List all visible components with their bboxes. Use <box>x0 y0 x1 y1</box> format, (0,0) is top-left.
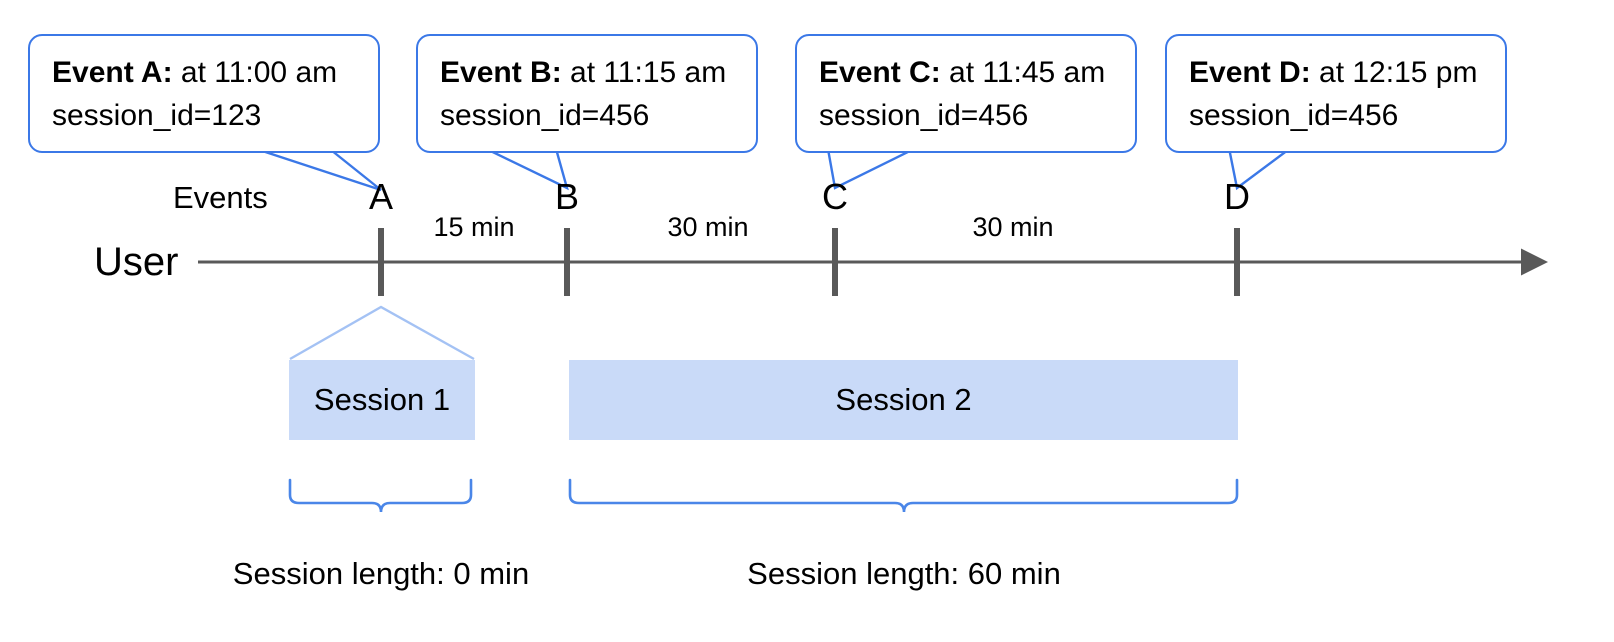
marker-label-c: C <box>822 176 848 217</box>
callout-tail-c <box>824 137 931 190</box>
session1-connector <box>289 305 475 361</box>
interval-label-bc: 30 min <box>667 212 749 242</box>
session2-brace <box>568 478 1239 513</box>
callout-c-time: at 11:45 am <box>940 56 1106 89</box>
callout-tail-d <box>1225 137 1301 191</box>
session1-brace <box>288 478 473 513</box>
interval-label-cd: 30 min <box>972 212 1054 242</box>
callout-tail-b <box>469 137 569 191</box>
callout-b-title: Event B: <box>440 56 562 89</box>
callout-a-title: Event A: <box>52 56 173 89</box>
interval-label-ab: 15 min <box>433 212 515 242</box>
user-row-label: User <box>94 240 179 284</box>
events-row-label: Events <box>173 180 268 215</box>
marker-label-d: D <box>1224 176 1250 217</box>
callout-event-c[interactable]: Event C: at 11:45 am session_id=456 <box>795 34 1137 154</box>
callout-event-a[interactable]: Event A: at 11:00 am session_id=123 <box>28 34 380 154</box>
callout-event-b[interactable]: Event B: at 11:15 am session_id=456 <box>416 34 758 154</box>
callout-d-title: Event D: <box>1189 56 1311 89</box>
marker-label-a: A <box>368 176 394 217</box>
callout-event-d[interactable]: Event D: at 12:15 pm session_id=456 <box>1165 34 1507 154</box>
session-bar-1[interactable]: Session 1 <box>289 360 475 440</box>
callout-tail-a <box>231 137 382 192</box>
session-length-caption-1: Session length: 0 min <box>232 556 530 591</box>
session-length-caption-2: Session length: 60 min <box>747 556 1061 591</box>
session-bar-1-label: Session 1 <box>313 382 451 417</box>
callout-a-session: session_id=123 <box>52 98 262 132</box>
session-bar-2[interactable]: Session 2 <box>569 360 1238 440</box>
callout-b-time: at 11:15 am <box>561 56 727 89</box>
session-bar-2-label: Session 2 <box>835 382 972 417</box>
callout-d-time: at 12:15 pm <box>1310 56 1478 89</box>
callout-c-session: session_id=456 <box>819 98 1029 132</box>
marker-label-b: B <box>554 176 580 217</box>
callout-a-time: at 11:00 am <box>172 56 338 89</box>
callout-c-title: Event C: <box>819 56 941 89</box>
callout-b-session: session_id=456 <box>440 98 650 132</box>
callout-d-session: session_id=456 <box>1189 98 1399 132</box>
